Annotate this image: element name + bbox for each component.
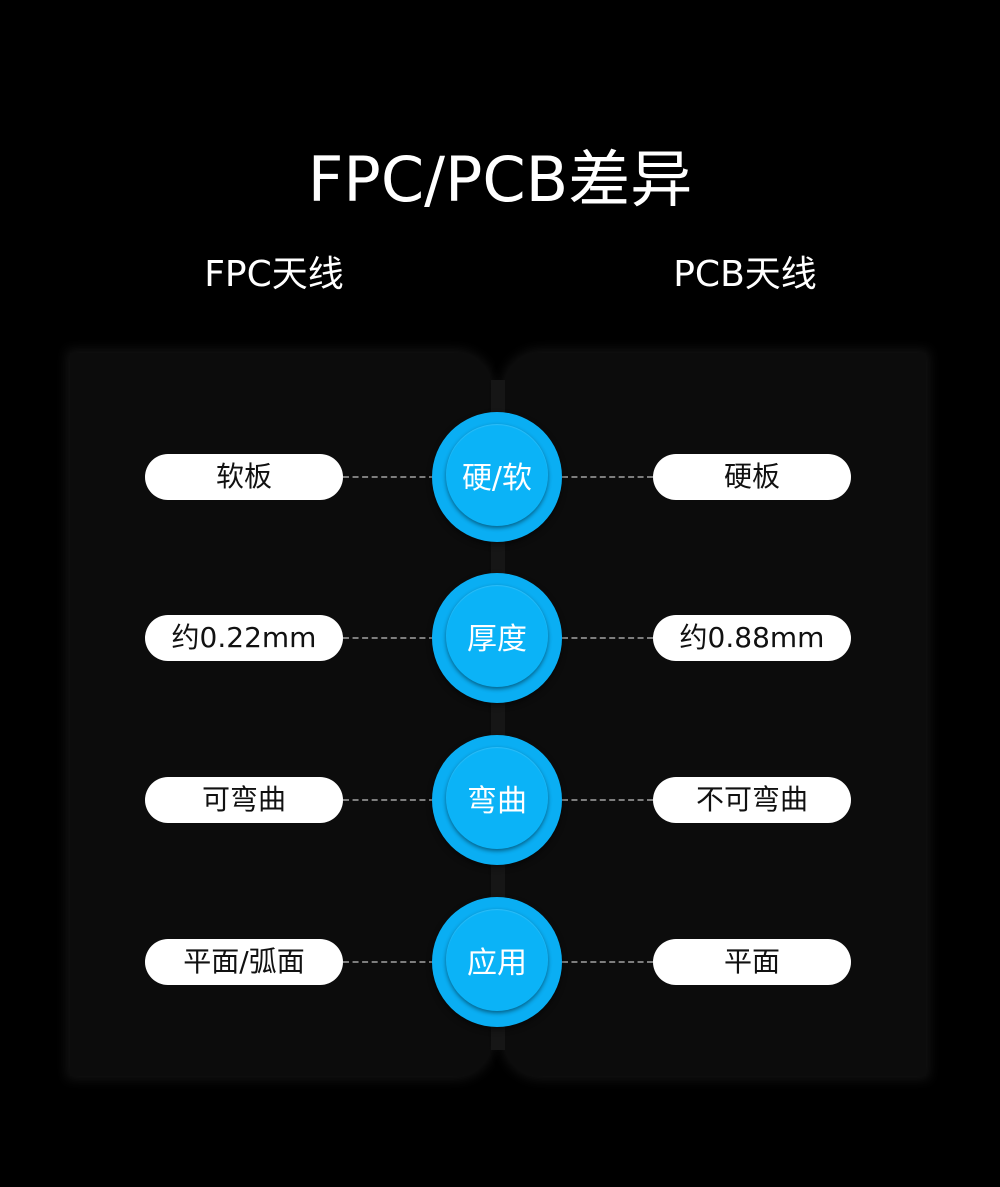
pcb-value-pill: 不可弯曲 [653,777,851,823]
dashed-connector [562,961,653,963]
comparison-row-bending: 可弯曲 弯曲 不可弯曲 [0,735,1000,865]
pcb-value-pill: 平面 [653,939,851,985]
category-badge: 硬/软 [432,412,562,542]
comparison-row-thickness: 约0.22mm 厚度 约0.88mm [0,573,1000,703]
dashed-connector [343,476,435,478]
dashed-connector [343,799,435,801]
page-title: FPC/PCB差异 [307,143,693,216]
category-label: 弯曲 [446,747,548,849]
column-header-pcb: PCB天线 [673,254,817,295]
dashed-connector [562,476,653,478]
comparison-row-hardness: 软板 硬/软 硬板 [0,412,1000,542]
dashed-connector [562,637,653,639]
comparison-row-application: 平面/弧面 应用 平面 [0,897,1000,1027]
pcb-value-pill: 约0.88mm [653,615,851,661]
center-connector [491,380,505,1050]
fpc-value-pill: 软板 [145,454,343,500]
fpc-value-pill: 平面/弧面 [145,939,343,985]
dashed-connector [343,637,435,639]
category-badge: 厚度 [432,573,562,703]
fpc-value-pill: 约0.22mm [145,615,343,661]
dashed-connector [562,799,653,801]
column-header-fpc: FPC天线 [204,254,344,295]
category-label: 厚度 [446,585,548,687]
pcb-value-pill: 硬板 [653,454,851,500]
category-badge: 应用 [432,897,562,1027]
dashed-connector [343,961,435,963]
category-badge: 弯曲 [432,735,562,865]
category-label: 硬/软 [446,424,548,526]
category-label: 应用 [446,909,548,1011]
fpc-value-pill: 可弯曲 [145,777,343,823]
